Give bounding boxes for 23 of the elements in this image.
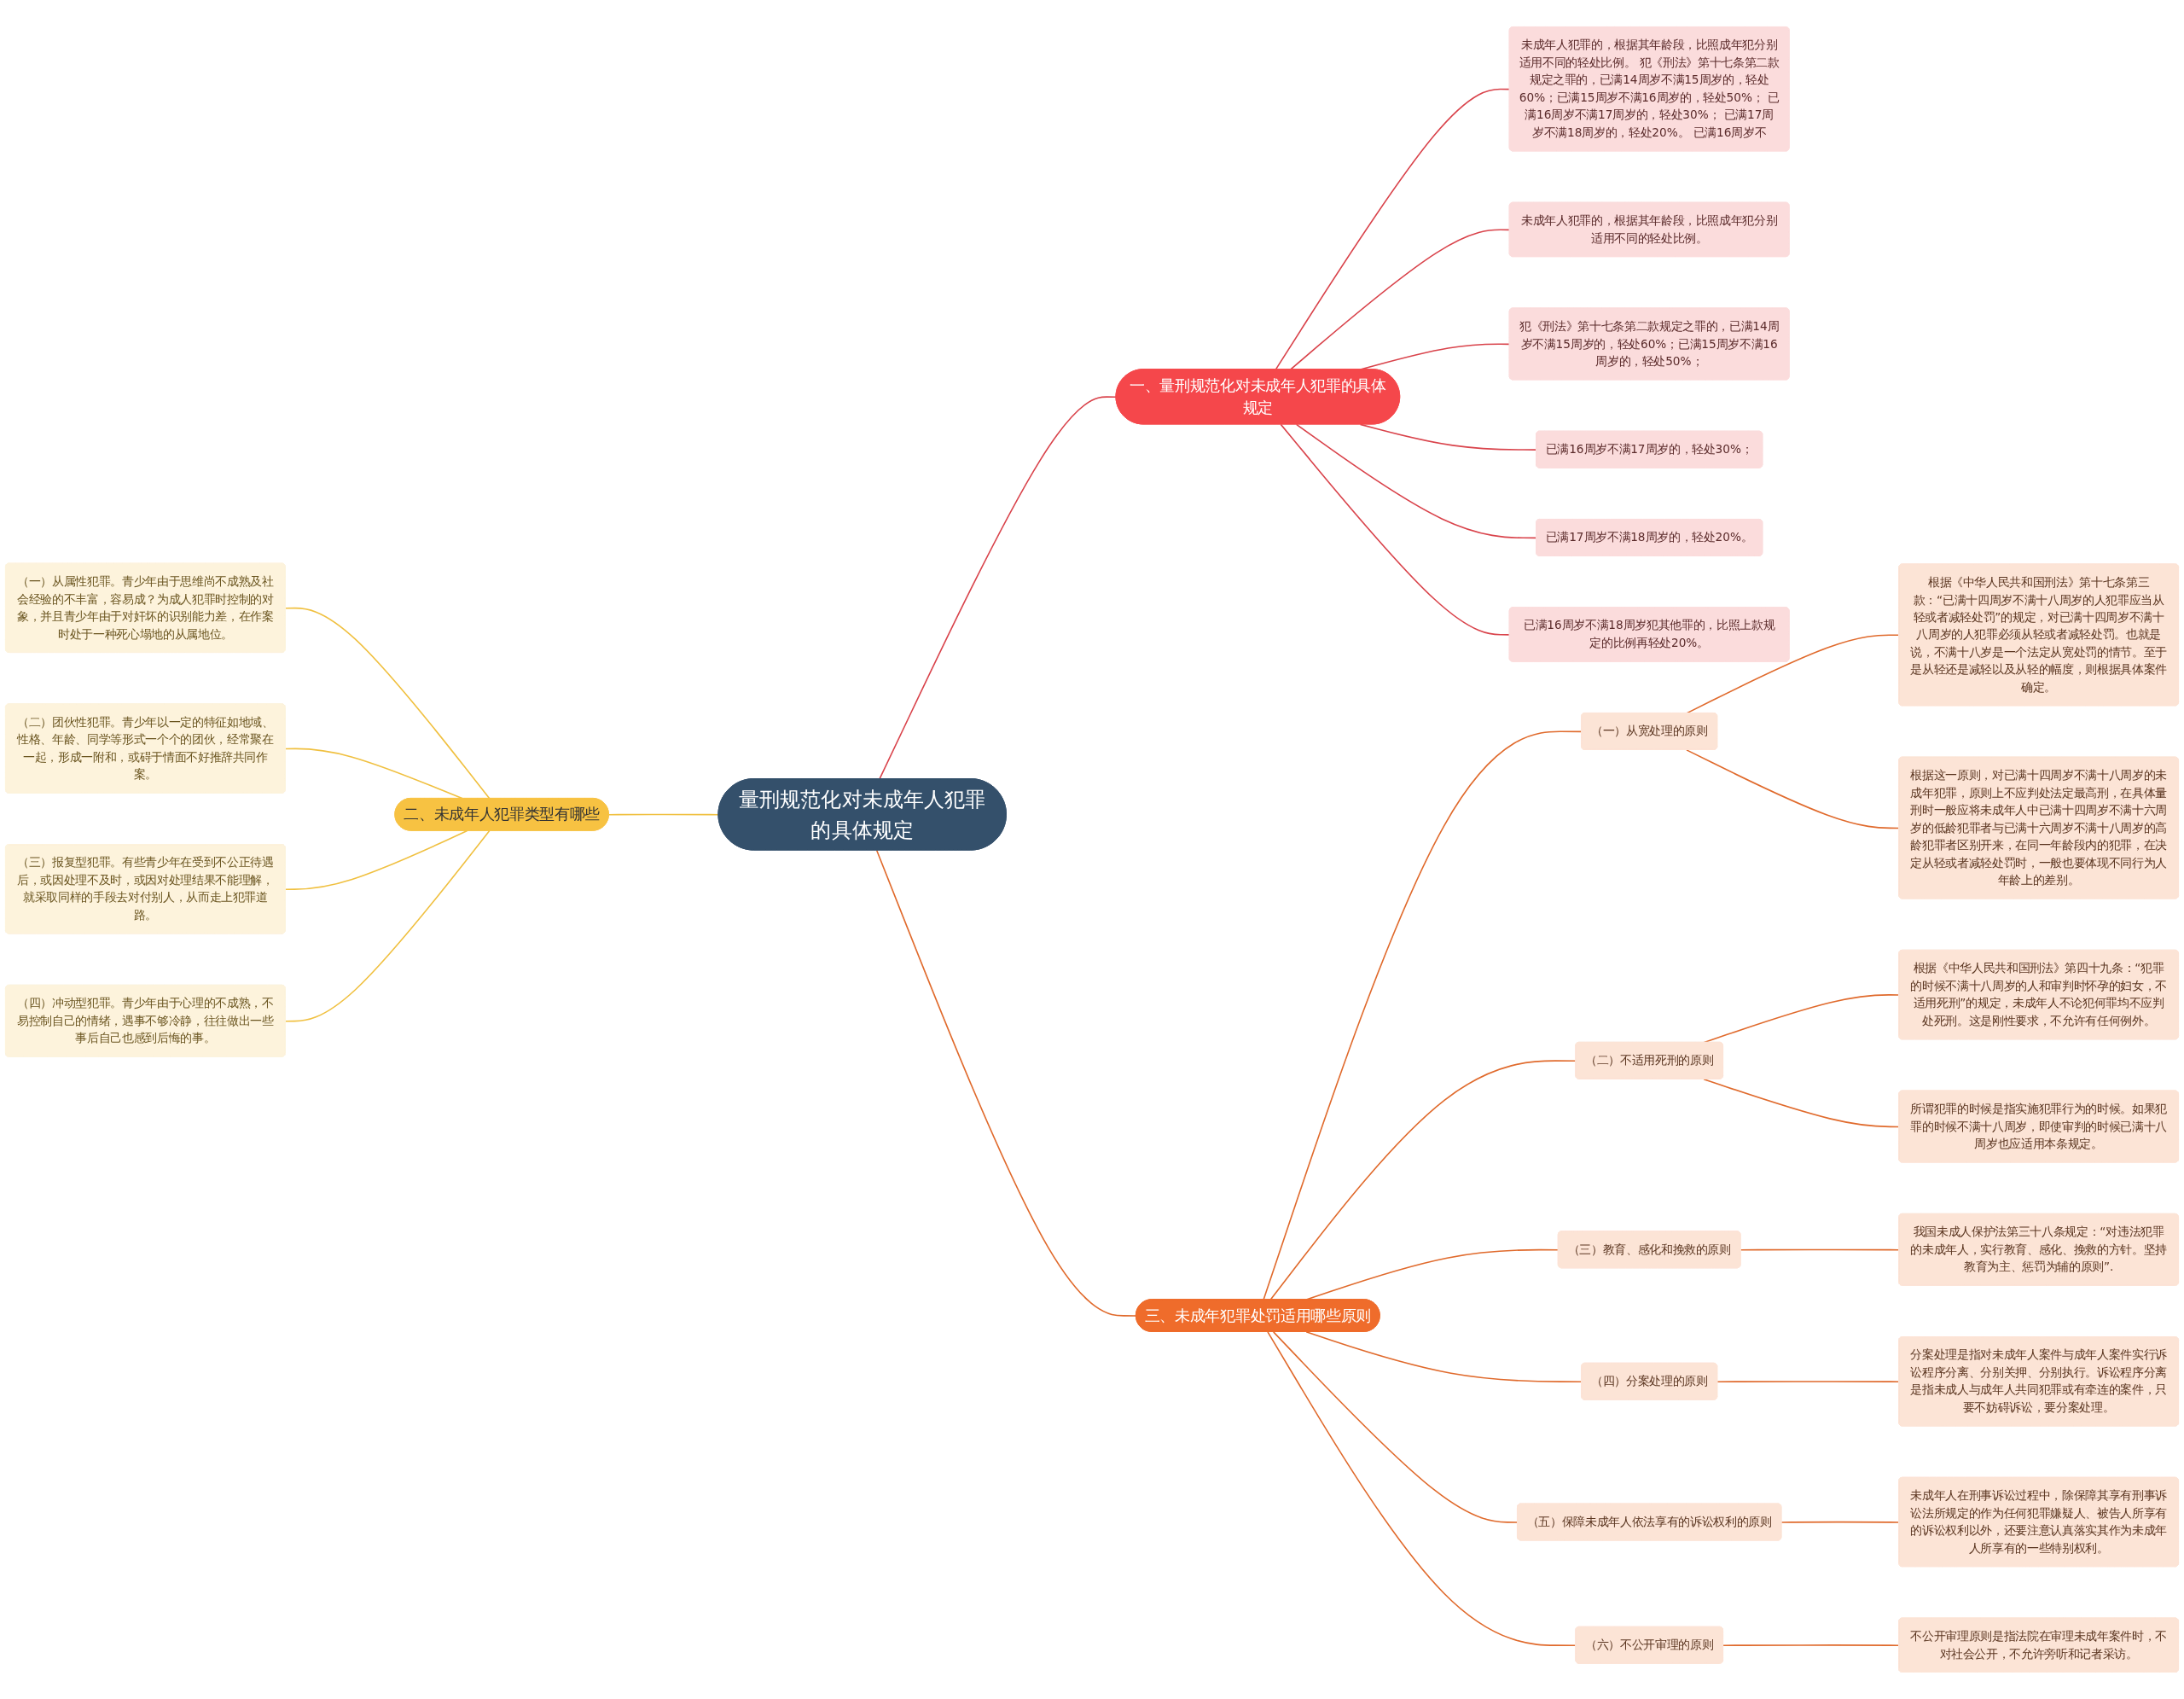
connector: [1275, 88, 1511, 370]
connector: [1359, 423, 1537, 451]
connector: [1289, 229, 1511, 370]
connector: [284, 748, 463, 800]
connector: [1280, 423, 1511, 636]
connector: [1722, 1644, 1900, 1646]
connector: [1272, 1331, 1519, 1523]
connector: [1716, 1381, 1900, 1382]
connector: [879, 396, 1118, 780]
connector: [1305, 1331, 1583, 1382]
connector: [1263, 730, 1583, 1300]
connector: [1686, 749, 1900, 829]
connector: [284, 829, 468, 890]
connector: [1269, 1060, 1577, 1300]
connector: [1740, 1248, 1900, 1251]
connector: [284, 607, 491, 800]
connector: [1295, 423, 1537, 539]
connector: [875, 849, 1137, 1317]
connector: [1267, 1331, 1577, 1646]
connector: [1686, 634, 1900, 714]
connector: [284, 829, 491, 1022]
connector: [1780, 1521, 1900, 1523]
connector: [1703, 1078, 1900, 1128]
